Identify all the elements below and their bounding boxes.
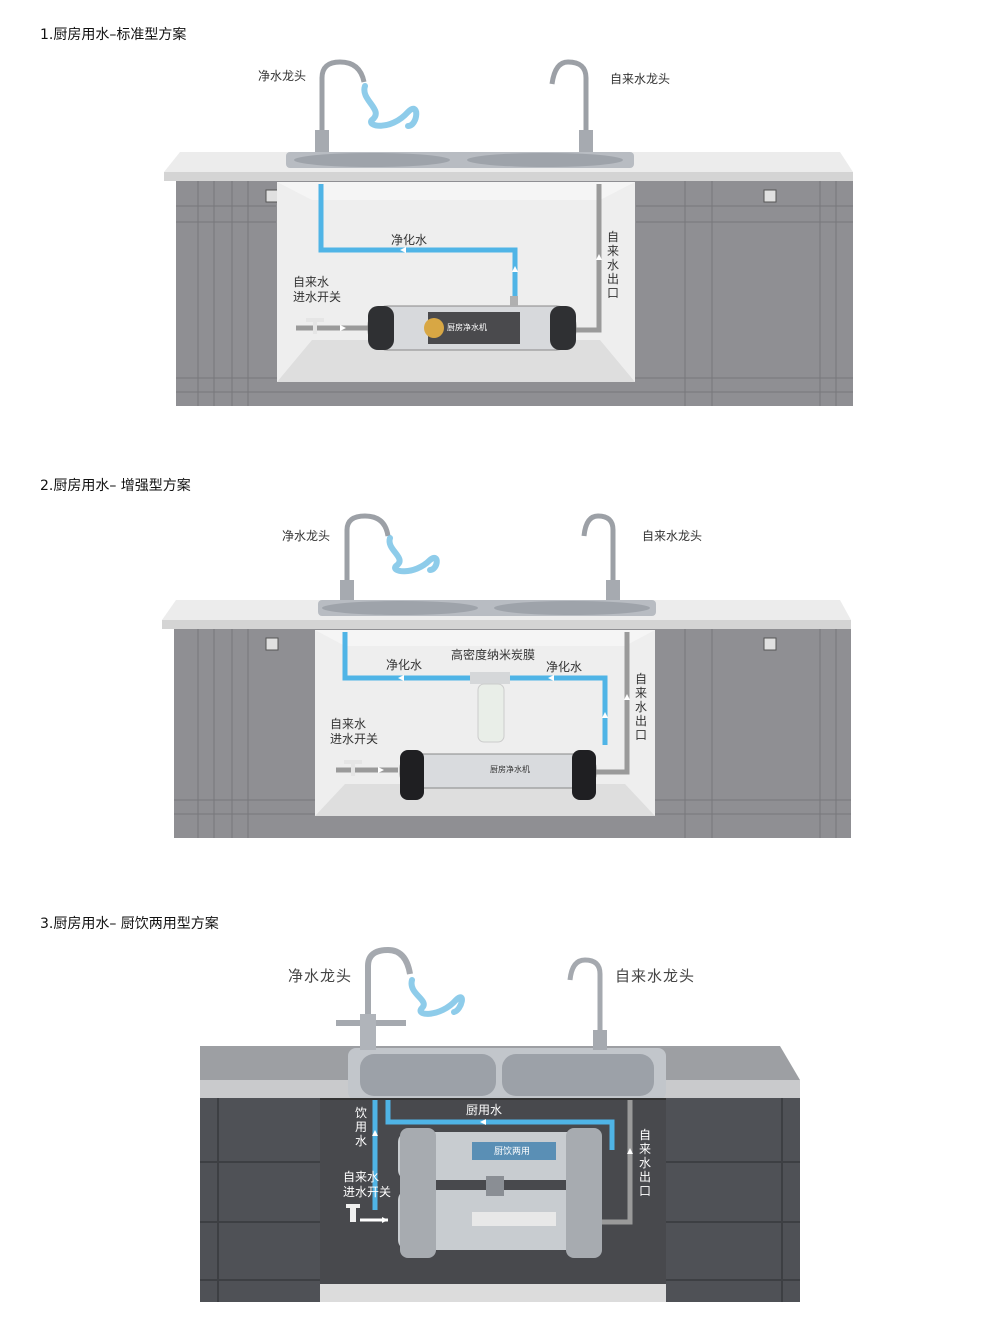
s1-pure-faucet-label: 净水龙头: [258, 69, 307, 83]
s3-tap-outlet-label: 自来水出口: [638, 1128, 651, 1198]
s1-inlet-switch-label-2: 进水开关: [293, 290, 342, 304]
s1-inlet-switch-label-1: 自来水: [293, 275, 330, 289]
s3-product-label: 厨饮两用: [494, 1147, 531, 1157]
s1-tap-faucet-label: 自来水龙头: [610, 72, 671, 86]
s1-tap-outlet-label: 自来水出口: [606, 230, 619, 300]
s3-drinking-water-label: 饮用水: [354, 1106, 367, 1148]
section-3-diagram: [200, 946, 800, 1302]
s3-inlet-switch-label-1: 自来水: [343, 1170, 380, 1184]
s2-membrane-label: 高密度纳米炭膜: [451, 648, 536, 662]
s3-pure-faucet-label: 净水龙头: [288, 967, 353, 985]
s1-product-label: 厨房净水机: [447, 323, 487, 332]
s2-purified-water-left-label: 净化水: [386, 658, 423, 672]
s2-tap-faucet-label: 自来水龙头: [642, 529, 703, 543]
section-2-diagram: [162, 513, 851, 838]
section-1-diagram: [164, 59, 853, 406]
s3-tap-faucet-label: 自来水龙头: [615, 967, 696, 985]
s2-product-label: 厨房净水机: [490, 765, 530, 774]
section-3-title: 3.厨房用水– 厨饮两用型方案: [40, 916, 219, 932]
s3-inlet-switch-label-2: 进水开关: [343, 1185, 392, 1199]
s2-inlet-switch-label-1: 自来水: [330, 717, 367, 731]
s2-pure-faucet-label: 净水龙头: [282, 529, 331, 543]
s3-kitchen-water-label: 厨用水: [466, 1103, 503, 1117]
s2-purified-water-right-label: 净化水: [546, 660, 583, 674]
section-1-title: 1.厨房用水–标准型方案: [40, 27, 187, 43]
section-2-title: 2.厨房用水– 增强型方案: [40, 478, 191, 494]
s2-inlet-switch-label-2: 进水开关: [330, 732, 379, 746]
s2-tap-outlet-label: 自来水出口: [634, 672, 647, 742]
s1-purified-water-label: 净化水: [391, 233, 428, 247]
